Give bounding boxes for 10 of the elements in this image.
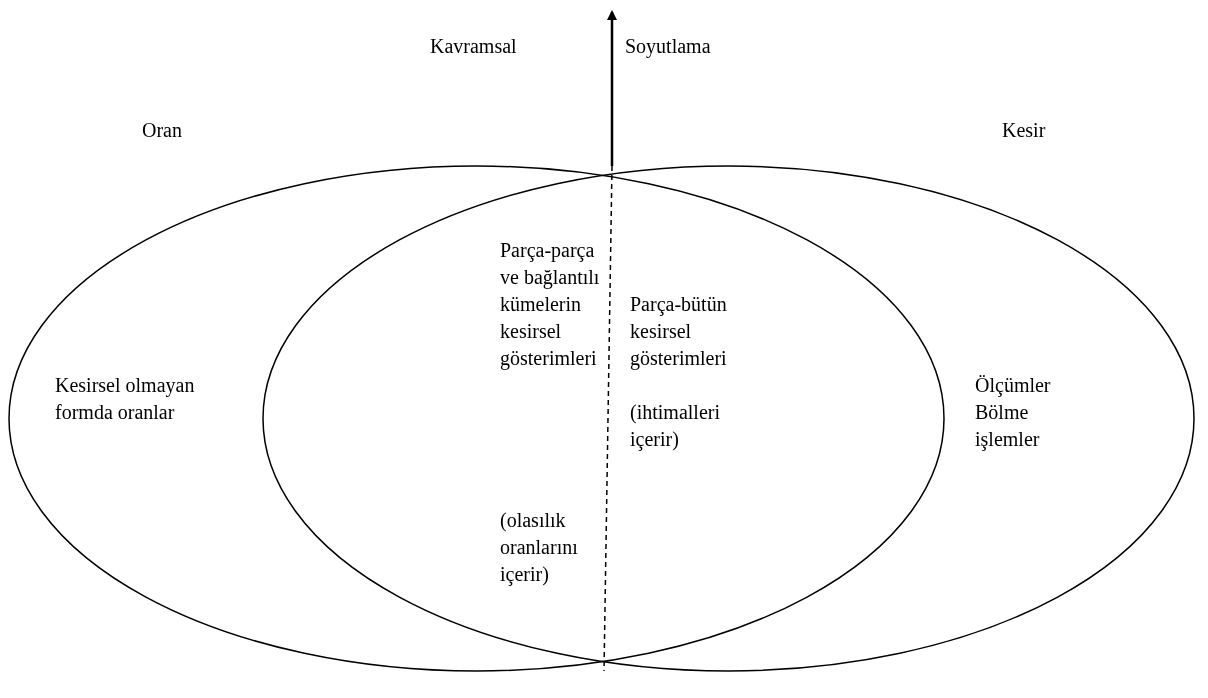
set-heading: Oran	[142, 118, 182, 143]
region-text: (olasılık oranlarını içerir)	[500, 508, 579, 588]
set-heading: Kesir	[1002, 118, 1046, 143]
region-text: Parça-parça ve bağlantılı kümelerin kesirsel gösterimleri	[500, 238, 600, 372]
axis-label: Soyutlama	[625, 34, 711, 60]
region-text: Kesirsel olmayan formda oranlar	[55, 373, 196, 425]
region-text: Parça-bütün kesirsel gösterimleri	[630, 292, 728, 372]
region-text: (ihtimalleri içerir)	[630, 400, 721, 453]
region-text: Ölçümler Bölme işlemler	[975, 373, 1052, 453]
axis-label: Kavramsal	[430, 34, 517, 59]
